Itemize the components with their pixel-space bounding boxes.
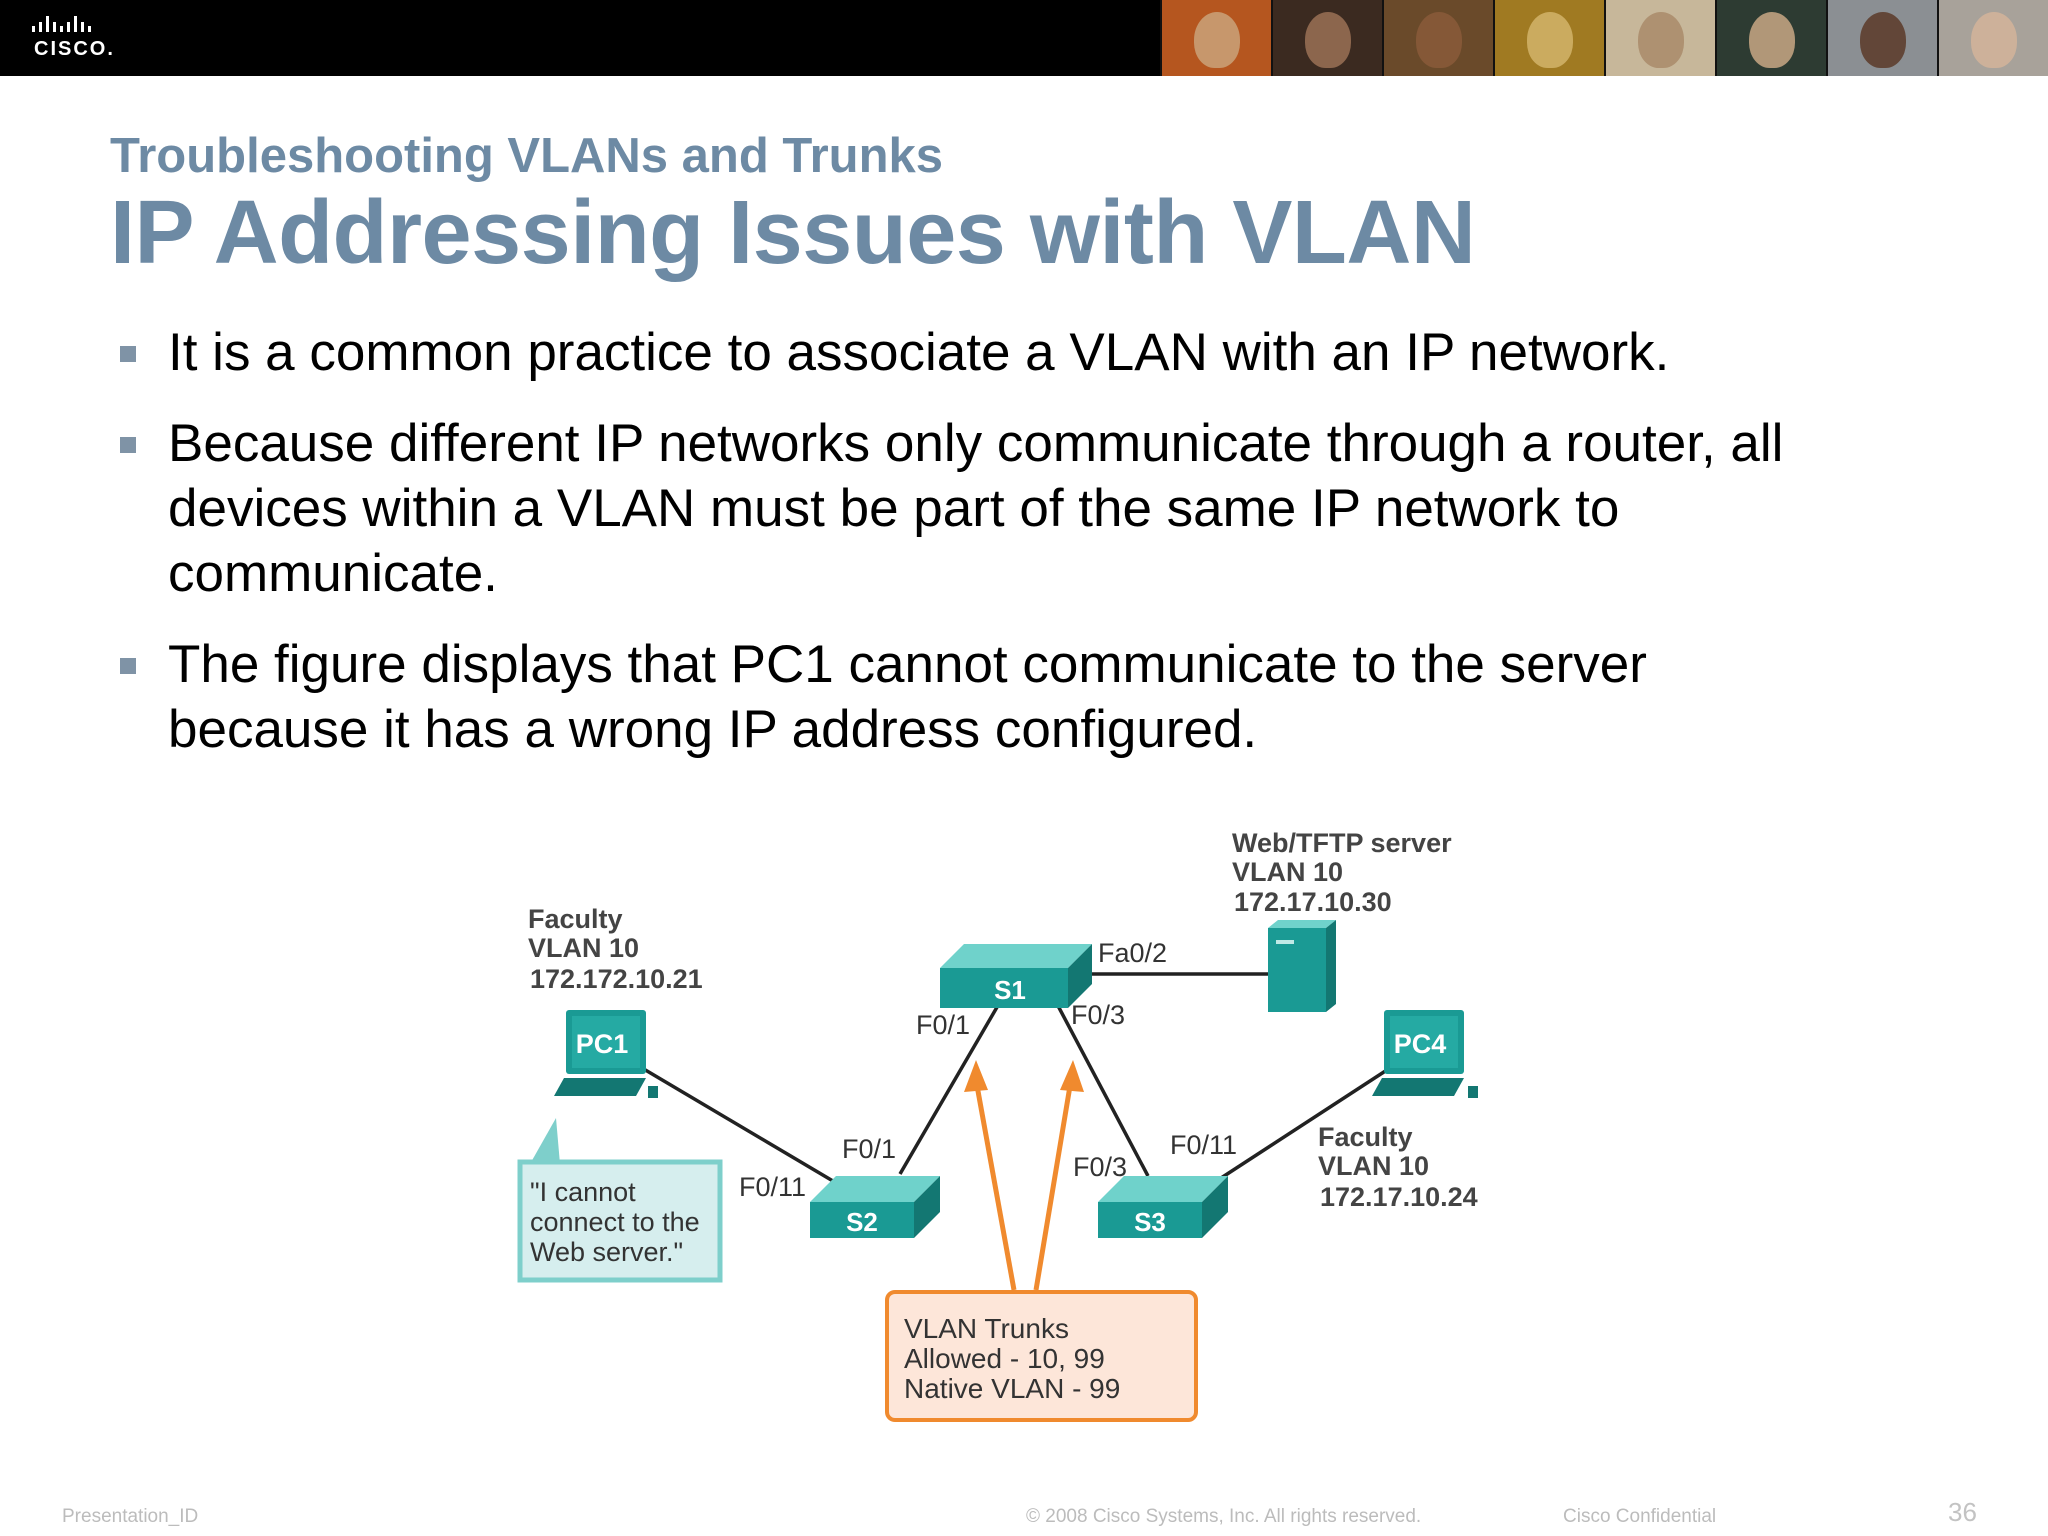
- header-photo: [1715, 0, 1826, 76]
- bullet-square-icon: [120, 437, 136, 453]
- switch-icon: [940, 944, 1092, 968]
- switch-body: [810, 1202, 914, 1238]
- server-led: [1276, 940, 1294, 944]
- pc-mouse-icon: [1468, 1086, 1478, 1098]
- pc4[interactable]: PC4: [1372, 1010, 1478, 1098]
- bullet-text: It is a common practice to associate a V…: [168, 323, 1670, 382]
- bullet-square-icon: [120, 346, 136, 362]
- port-label-s1-s2: F0/1: [916, 1010, 970, 1040]
- trunk-arrow-left: [973, 1079, 1017, 1291]
- header-photo: [1493, 0, 1604, 76]
- server-info-line-2: VLAN 10: [1232, 857, 1343, 887]
- bullet-text: The figure displays that PC1 cannot comm…: [168, 635, 1647, 759]
- port-label-s2-pc1: F0/11: [739, 1172, 806, 1202]
- arrowhead-icon: [1060, 1060, 1084, 1092]
- trunk-arrow-right: [1033, 1079, 1074, 1291]
- bullet-square-icon: [120, 658, 136, 674]
- pc1-info-line-3: 172.172.10.21: [530, 964, 703, 994]
- pc-screen: [572, 1016, 640, 1068]
- pc-label: PC1: [576, 1029, 629, 1059]
- slide-subtitle: Troubleshooting VLANs and Trunks: [110, 129, 944, 183]
- page-number: 36: [1948, 1497, 1977, 1527]
- server-info-line-1: Web/TFTP server: [1232, 828, 1452, 858]
- pc-label: PC4: [1394, 1029, 1447, 1059]
- switch-side: [1068, 944, 1092, 1008]
- footer-presentation-id: Presentation_ID: [62, 1506, 199, 1527]
- switch-label: S2: [846, 1207, 878, 1237]
- switch-side: [1202, 1176, 1228, 1238]
- cisco-logo: [32, 16, 91, 32]
- header-photo-strip: [1160, 0, 2048, 76]
- switch-s2[interactable]: S2: [810, 1176, 940, 1238]
- pc4-info-line-2: VLAN 10: [1318, 1151, 1429, 1181]
- cisco-wordmark: CISCO.: [34, 38, 115, 60]
- pc4-info-line-3: 172.17.10.24: [1320, 1182, 1478, 1212]
- link-pc1-s2: [641, 1066, 839, 1186]
- header-photo: [1937, 0, 2048, 76]
- port-label-s1-server: Fa0/2: [1098, 938, 1167, 968]
- header-photo: [1271, 0, 1382, 76]
- pc-keyboard-icon: [1372, 1078, 1464, 1096]
- switch-icon: [810, 1176, 940, 1202]
- header-photo: [1826, 0, 1937, 76]
- bullet-item: It is a common practice to associate a V…: [118, 320, 1918, 385]
- header-photo: [1382, 0, 1493, 76]
- callout-box: [517, 1159, 723, 1283]
- pc-keyboard-icon: [554, 1078, 646, 1096]
- server-info-line-3: 172.17.10.30: [1234, 887, 1392, 917]
- switch-s3[interactable]: S3: [1098, 1176, 1228, 1238]
- callout-line-3: Web server.": [530, 1237, 683, 1267]
- pc4-info-line-1: Faculty: [1318, 1122, 1413, 1152]
- trunk-line-3: Native VLAN - 99: [904, 1373, 1120, 1404]
- link-s2-s1: [898, 1001, 1002, 1175]
- footer-copyright: © 2008 Cisco Systems, Inc. All rights re…: [1026, 1506, 1422, 1527]
- port-label-s3-pc4: F0/11: [1170, 1130, 1237, 1160]
- callout-tail: [530, 1118, 560, 1164]
- server-top: [1268, 920, 1336, 928]
- switch-label: S3: [1134, 1207, 1166, 1237]
- pc1-callout: "I cannot connect to the Web server.": [517, 1118, 723, 1283]
- switch-body: [940, 968, 1068, 1008]
- bullet-list: It is a common practice to associate a V…: [118, 320, 1918, 788]
- pc1-info-line-1: Faculty: [528, 904, 623, 934]
- pc-screen: [1390, 1016, 1458, 1068]
- switch-body: [1098, 1202, 1202, 1238]
- server-side: [1326, 920, 1336, 1012]
- slide-title: IP Addressing Issues with VLAN: [110, 183, 1476, 283]
- trunk-info-box: [885, 1290, 1198, 1422]
- switch-label: S1: [994, 975, 1026, 1005]
- switch-side: [914, 1176, 940, 1238]
- port-label-s1-s3: F0/3: [1071, 1000, 1125, 1030]
- link-s1-s3: [1054, 1001, 1150, 1177]
- top-bar: CISCO.: [0, 0, 2048, 76]
- web-tftp-server[interactable]: [1268, 920, 1336, 1012]
- switch-s1[interactable]: S1: [940, 944, 1092, 1008]
- port-label-s2-s1: F0/1: [842, 1134, 896, 1164]
- header-photo: [1160, 0, 1271, 76]
- pc-mouse-icon: [648, 1086, 658, 1098]
- trunk-arrows: [973, 1079, 1074, 1291]
- port-label-s3-s1: F0/3: [1073, 1152, 1127, 1182]
- trunk-line-1: VLAN Trunks: [904, 1313, 1069, 1344]
- callout-line-1: "I cannot: [530, 1177, 636, 1207]
- pc1[interactable]: PC1: [554, 1010, 658, 1098]
- callout-line-2: connect to the: [530, 1207, 700, 1237]
- bullet-item: Because different IP networks only commu…: [118, 411, 1918, 606]
- link-s3-pc4: [1217, 1066, 1391, 1182]
- switch-icon: [1098, 1176, 1228, 1202]
- trunk-line-2: Allowed - 10, 99: [904, 1343, 1105, 1374]
- footer-confidential: Cisco Confidential: [1563, 1506, 1717, 1527]
- bullet-item: The figure displays that PC1 cannot comm…: [118, 632, 1848, 762]
- pc1-info-line-2: VLAN 10: [528, 933, 639, 963]
- header-photo: [1604, 0, 1715, 76]
- arrowhead-icon: [964, 1060, 988, 1092]
- bullet-text: Because different IP networks only commu…: [168, 414, 1784, 603]
